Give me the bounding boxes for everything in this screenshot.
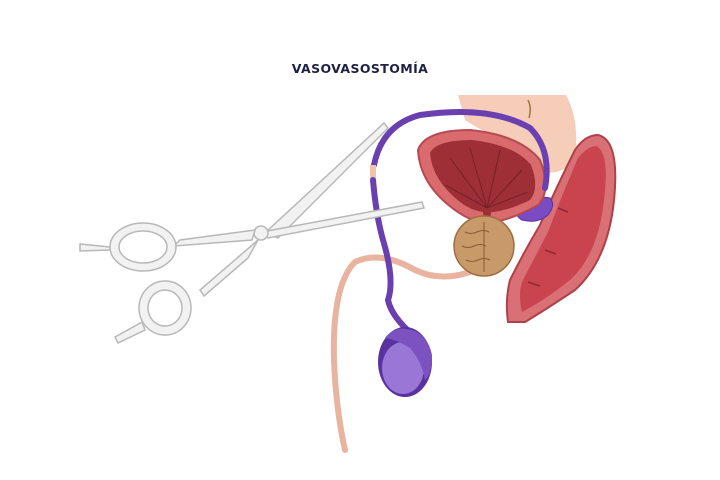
rectum <box>505 133 617 323</box>
page-title: VASOVASOSTOMÍA <box>291 61 429 76</box>
testicle <box>378 327 432 397</box>
urethra <box>330 254 473 453</box>
prostate <box>453 215 515 277</box>
bladder <box>416 128 547 224</box>
scissors <box>79 121 425 344</box>
